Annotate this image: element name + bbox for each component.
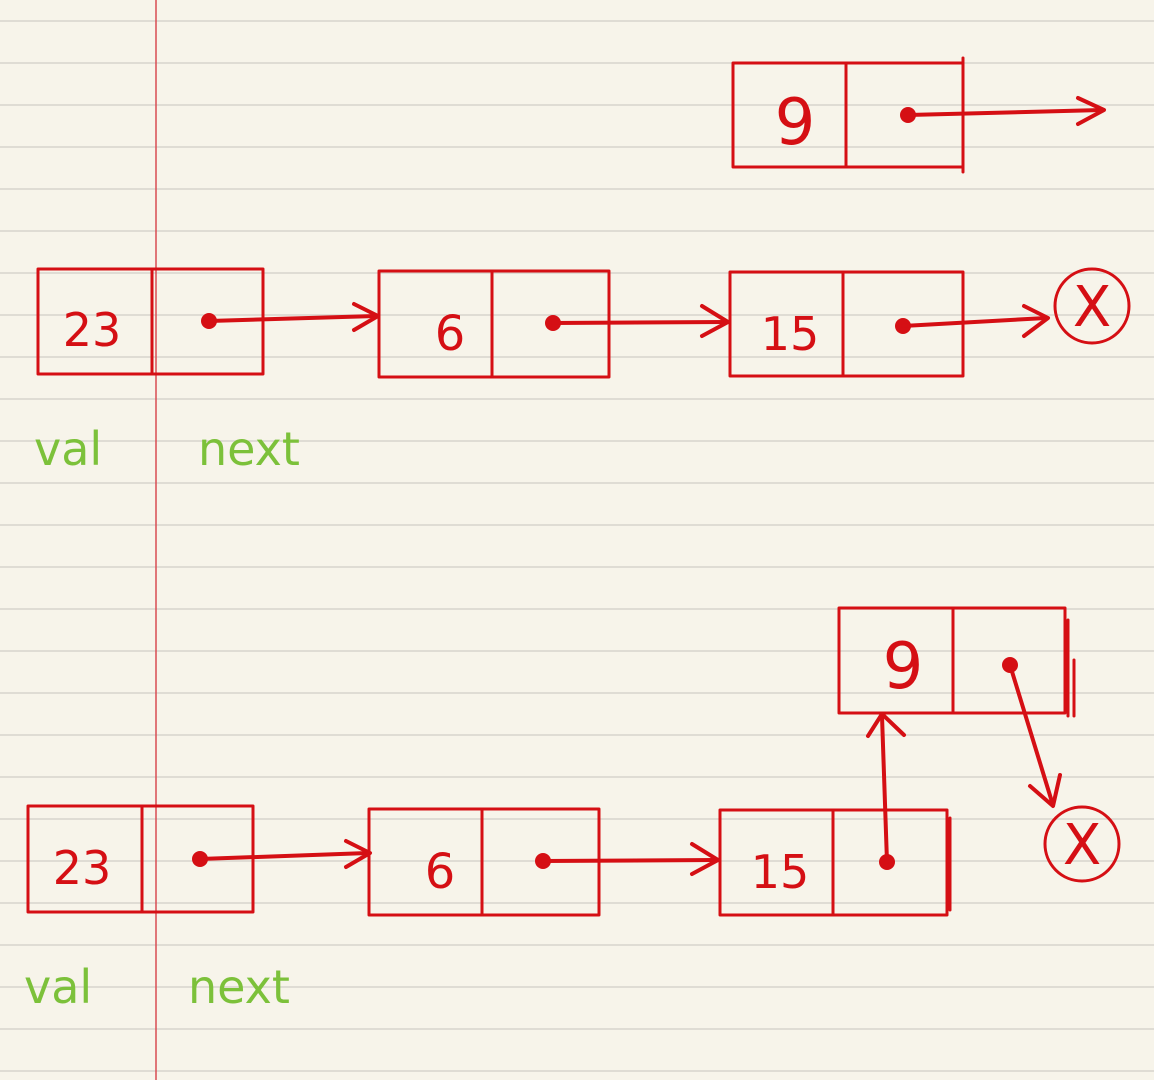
bottom-node-1-value: 23 <box>53 841 112 895</box>
top-next-label: next <box>198 422 300 476</box>
bottom-inserted-node: 9 <box>837 606 1076 808</box>
bottom-node-2-value: 6 <box>425 844 456 900</box>
bottom-node-1-arrow <box>198 851 370 861</box>
top-new-node-arrow <box>906 108 1104 117</box>
bottom-node-3-arrow-up <box>880 714 889 864</box>
ruled-lines <box>0 20 1154 1072</box>
top-node-1-value: 23 <box>63 303 122 357</box>
top-node-2-arrow <box>551 320 728 325</box>
top-null-symbol: X <box>1073 275 1111 340</box>
bottom-diagram: 23 6 15 <box>24 606 1121 1014</box>
bottom-node-3: 15 <box>718 712 952 917</box>
top-new-node: 9 <box>731 56 1106 174</box>
top-node-2-value: 6 <box>435 306 466 362</box>
bottom-node-2-arrow <box>541 858 718 863</box>
top-node-3-arrow <box>901 316 1048 328</box>
bottom-node-2: 6 <box>367 807 720 917</box>
top-new-node-value: 9 <box>775 86 816 160</box>
top-node-1: 23 <box>36 267 380 376</box>
bottom-next-label: next <box>188 960 290 1014</box>
bottom-null-symbol: X <box>1063 813 1101 878</box>
bottom-inserted-node-arrow <box>1008 663 1054 804</box>
bottom-node-1: 23 <box>26 804 372 914</box>
top-val-label: val <box>34 422 102 476</box>
top-null-node: X <box>1053 267 1131 345</box>
top-node-3: 15 <box>728 270 1050 378</box>
top-diagram: 9 23 6 15 <box>34 56 1131 476</box>
bottom-val-label: val <box>24 960 92 1014</box>
top-node-2: 6 <box>377 269 730 379</box>
bottom-inserted-node-value: 9 <box>883 630 924 704</box>
top-node-1-arrow <box>207 314 378 323</box>
top-node-3-value: 15 <box>761 307 820 361</box>
bottom-null-node: X <box>1043 805 1121 883</box>
bottom-node-3-value: 15 <box>751 845 810 899</box>
